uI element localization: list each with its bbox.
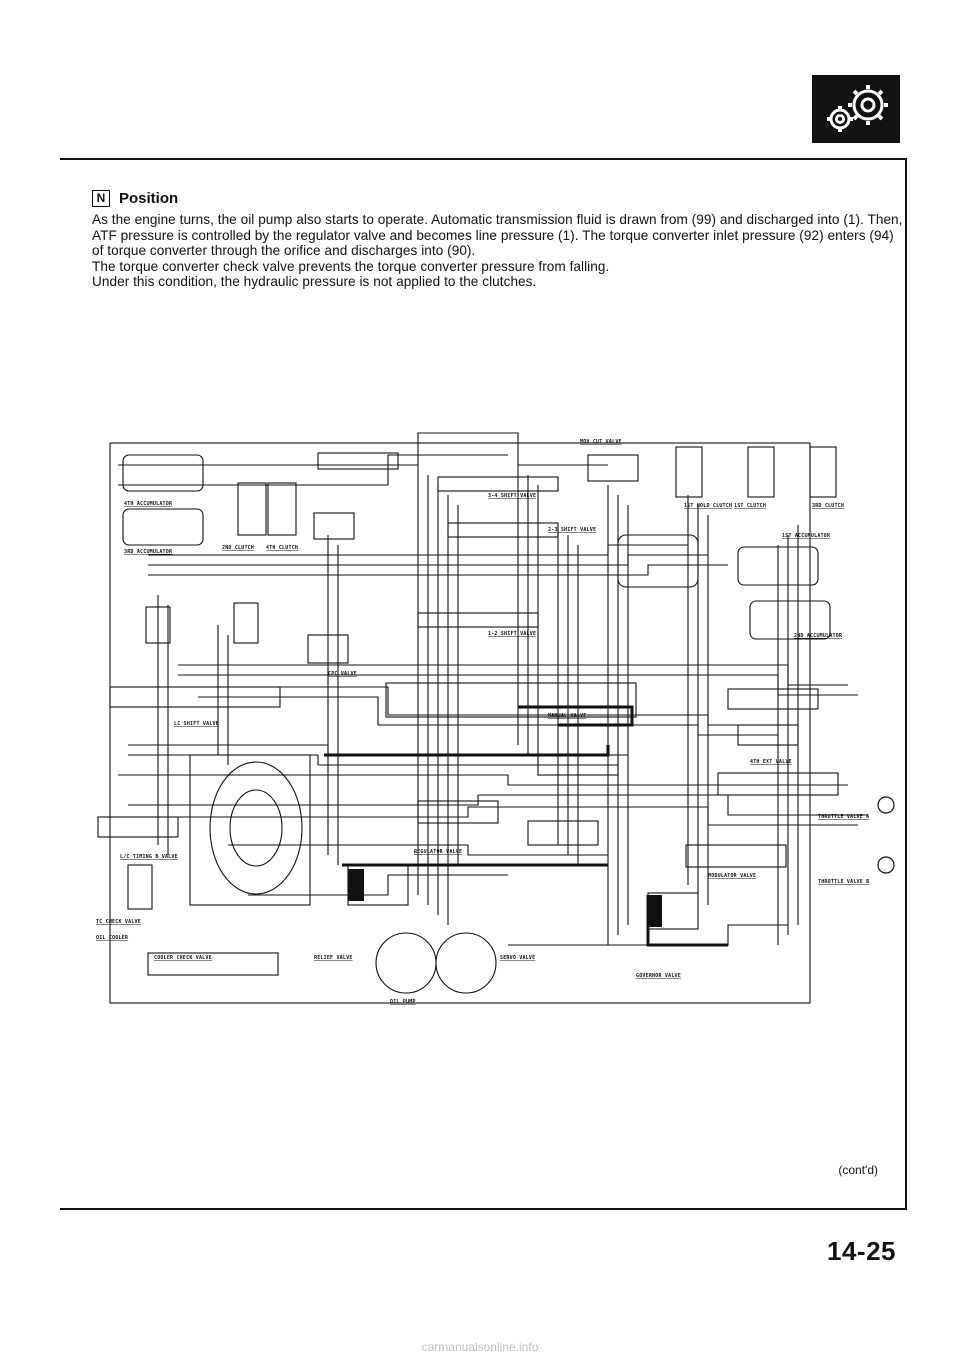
label-2nd-clutch: 2ND CLUTCH — [222, 545, 254, 551]
continued-note: (cont'd) — [838, 1163, 878, 1177]
label-cooler-check-valve: COOLER CHECK VALVE — [154, 955, 212, 961]
label-modulator-valve: MODULATOR VALVE — [708, 873, 756, 879]
paragraph-3: Under this condition, the hydraulic pres… — [92, 274, 537, 289]
label-lc-timing-valve: L/C TIMING B VALVE — [120, 854, 178, 860]
label-3-4-shift-valve: 3-4 SHIFT VALVE — [488, 493, 536, 499]
paragraph-2: The torque converter check valve prevent… — [92, 258, 610, 274]
label-1st-clutch: 1ST CLUTCH — [734, 503, 766, 509]
label-throttle-valve-a: THROTTLE VALVE A — [818, 814, 869, 820]
watermark: carmanualsonline.info — [421, 1340, 539, 1354]
label-relief-valve: RELIEF VALVE — [314, 955, 353, 961]
page-frame-right — [905, 158, 907, 1210]
label-4th-ext-valve: 4TH EXT VALVE — [750, 759, 792, 765]
hydraulic-circuit-svg: 4TH ACCUMULATOR 3RD ACCUMULATOR 2ND CLUT… — [96, 432, 895, 1005]
label-4th-clutch: 4TH CLUTCH — [266, 545, 298, 551]
label-3rd-clutch: 3RD CLUTCH — [812, 503, 844, 509]
label-3rd-accumulator: 3RD ACCUMULATOR — [124, 549, 173, 555]
heading-title: Position — [119, 190, 179, 207]
label-1-2-shift-valve: 1-2 SHIFT VALVE — [488, 631, 536, 637]
paragraph-1: As the engine turns, the oil pump also s… — [92, 212, 903, 258]
description-text: As the engine turns, the oil pump also s… — [92, 212, 904, 290]
gear-logo-icon — [812, 75, 900, 143]
label-1st-hold-clutch: 1ST HOLD CLUTCH — [684, 503, 732, 509]
label-2nd-accumulator: 2ND ACCUMULATOR — [794, 633, 843, 639]
label-regulator-valve: REGULATOR VALVE — [414, 849, 462, 855]
label-cpc-valve: CPC VALVE — [328, 671, 357, 677]
label-oil-cooler: OIL COOLER — [96, 935, 129, 941]
label-oil-pump: OIL PUMP — [390, 999, 416, 1005]
hydraulic-circuit-diagram: 4TH ACCUMULATOR 3RD ACCUMULATOR 2ND CLUT… — [88, 425, 896, 1010]
section-heading: N Position — [92, 190, 178, 207]
page-number: 14-25 — [827, 1236, 896, 1266]
label-2-3-shift-valve: 2-3 SHIFT VALVE — [548, 527, 596, 533]
label-1st-accumulator: 1ST ACCUMULATOR — [782, 533, 831, 539]
label-4th-accumulator: 4TH ACCUMULATOR — [124, 501, 173, 507]
mode-letter-box: N — [92, 190, 110, 207]
label-throttle-valve-b: THROTTLE VALVE B — [818, 879, 869, 885]
label-manual-valve: MANUAL VALVE — [548, 713, 587, 719]
label-shift-valve: LC SHIFT VALVE — [174, 721, 219, 727]
page-frame-top — [60, 158, 907, 160]
label-tc-check-valve: TC CHECK VALVE — [96, 919, 141, 925]
label-cut-valve: MOV CUT VALVE — [580, 439, 622, 445]
page-frame-bottom — [60, 1208, 907, 1210]
label-servo-valve: SERVO VALVE — [500, 955, 535, 961]
label-governor-valve: GOVERNOR VALVE — [636, 973, 681, 979]
